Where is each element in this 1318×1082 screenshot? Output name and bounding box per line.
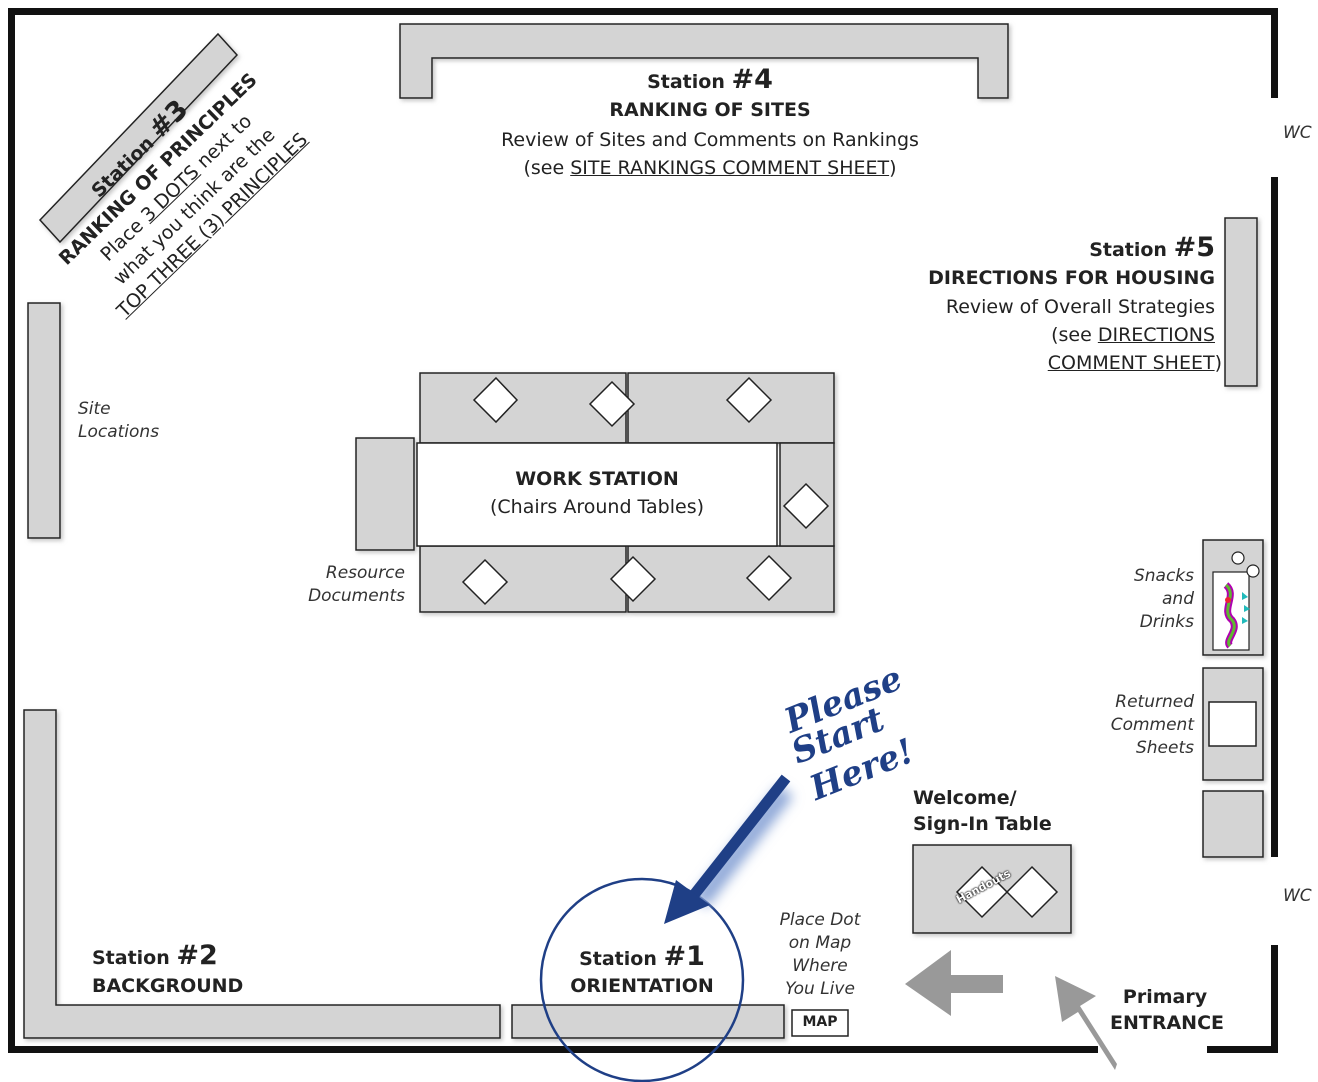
station5-name: DIRECTIONS FOR HOUSING bbox=[928, 267, 1215, 289]
entrance-label-1: Primary bbox=[1122, 986, 1208, 1008]
resource-table bbox=[355, 437, 415, 551]
please-start-arrow bbox=[664, 774, 794, 924]
station2-number: #2 bbox=[176, 940, 218, 971]
station4-number: #4 bbox=[731, 64, 773, 95]
place-dot-label-2: on Map bbox=[788, 933, 852, 953]
site-locations-table bbox=[27, 302, 61, 539]
station5-desc: Review of Overall Strategies bbox=[945, 296, 1215, 318]
station4-title-text: Station bbox=[647, 71, 732, 93]
place-dot-label-3: Where bbox=[792, 956, 848, 976]
station2-name: BACKGROUND bbox=[92, 975, 244, 997]
station5-table bbox=[1224, 217, 1258, 387]
welcome-label-2: Sign-In Table bbox=[913, 813, 1052, 835]
snacks-label-1: Snacks bbox=[1133, 566, 1194, 586]
resource-label-2: Documents bbox=[308, 586, 405, 606]
station1-title: Station #1 bbox=[542, 943, 742, 971]
directions-link[interactable]: DIRECTIONS bbox=[1097, 324, 1215, 346]
work-table bbox=[419, 372, 627, 444]
returned-label-3: Sheets bbox=[1135, 738, 1194, 758]
returned-label-2: Comment bbox=[1110, 715, 1194, 735]
room-walls bbox=[8, 8, 1278, 1053]
wc-label-bottom: WC bbox=[1283, 886, 1312, 906]
snacks-label-3: Drinks bbox=[1139, 612, 1194, 632]
chair bbox=[745, 554, 793, 602]
station1-title-text: Station bbox=[579, 948, 664, 970]
snacks-label-2: and bbox=[1162, 589, 1194, 609]
comment-sheet-link[interactable]: COMMENT SHEET bbox=[1047, 352, 1215, 374]
chair bbox=[725, 376, 773, 424]
station4-note: (see SITE RANKINGS COMMENT SHEET) bbox=[430, 156, 990, 180]
work-table bbox=[627, 545, 835, 613]
station2-title-text: Station bbox=[92, 947, 177, 969]
station4-name: RANKING OF SITES bbox=[609, 99, 811, 121]
station5-number: #5 bbox=[1173, 232, 1215, 263]
station4-pre: (see bbox=[523, 157, 571, 179]
chairs bbox=[461, 376, 830, 606]
station4-desc: Review of Sites and Comments on Rankings bbox=[501, 129, 919, 151]
station5-note2: COMMENT SHEET) bbox=[900, 351, 1222, 375]
chair bbox=[609, 555, 657, 603]
resource-label-1: Resource bbox=[325, 563, 405, 583]
station1-number: #1 bbox=[663, 941, 705, 972]
station5-post: ) bbox=[1214, 352, 1222, 374]
handouts-stack bbox=[955, 865, 1059, 919]
station3-table bbox=[38, 32, 239, 244]
station4-post: ) bbox=[889, 157, 897, 179]
station1-table bbox=[511, 1004, 785, 1039]
station1-name: ORIENTATION bbox=[570, 975, 714, 997]
map-box bbox=[791, 1009, 849, 1037]
chair bbox=[588, 380, 636, 428]
station5-title: Station #5 bbox=[900, 234, 1215, 262]
chair bbox=[782, 482, 830, 530]
station2-table bbox=[23, 709, 501, 1039]
place-dot-label-1: Place Dot bbox=[779, 910, 861, 930]
work-station-title: WORK STATION bbox=[515, 468, 679, 490]
station4-table bbox=[399, 23, 1009, 99]
station4-title: Station #4 bbox=[560, 66, 860, 94]
work-table bbox=[627, 372, 835, 444]
chair bbox=[472, 376, 519, 424]
entry-arrow bbox=[905, 950, 1117, 1070]
site-label-2: Locations bbox=[78, 422, 160, 442]
chair bbox=[461, 558, 509, 606]
site-label-1: Site bbox=[78, 399, 111, 419]
map-label: MAP bbox=[802, 1014, 838, 1030]
side-table bbox=[1202, 790, 1264, 858]
entrance-label-2: ENTRANCE bbox=[1110, 1012, 1224, 1034]
work-station-sub: (Chairs Around Tables) bbox=[489, 496, 705, 518]
station5-title-text: Station bbox=[1089, 239, 1174, 261]
station2-title: Station #2 bbox=[92, 942, 218, 970]
site-rankings-link[interactable]: SITE RANKINGS COMMENT SHEET bbox=[570, 157, 890, 179]
place-dot-label-4: You Live bbox=[785, 979, 855, 999]
wc-label-top: WC bbox=[1283, 123, 1312, 143]
welcome-label-1: Welcome/ bbox=[913, 787, 1017, 809]
returned-label-1: Returned bbox=[1115, 692, 1194, 712]
snacks-icon bbox=[1212, 551, 1260, 651]
sheets-box bbox=[1208, 701, 1257, 747]
station5-pre: (see bbox=[1051, 324, 1098, 346]
orientation-circle bbox=[539, 877, 745, 1082]
work-table bbox=[419, 545, 627, 613]
work-station-board bbox=[416, 442, 778, 547]
station5-note1: (see DIRECTIONS bbox=[900, 323, 1215, 347]
